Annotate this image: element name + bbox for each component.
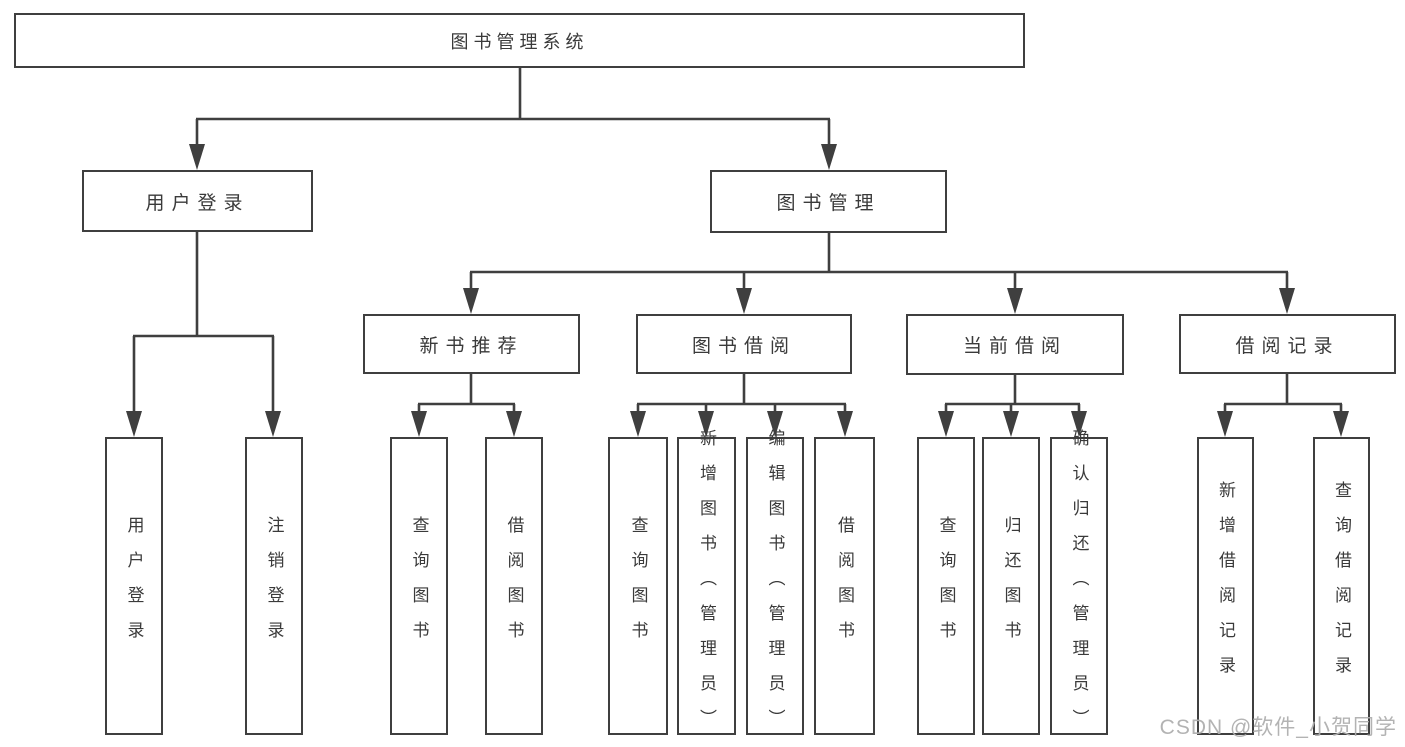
csdn-watermark: CSDN @软件_小贺同学 [1159,716,1397,739]
leaf-query-borrow-record: 查询借阅记录 [1313,437,1370,735]
node-label: 图书借阅 [691,335,796,357]
node-book-management: 图书管理 [710,170,947,233]
leaf-logout: 注销登录 [245,437,303,735]
leaf-query-books: 查询图书 [917,437,975,735]
node-label: 确认归还（管理员） [1069,428,1089,744]
node-label: 借阅记录 [1235,335,1340,357]
leaf-add-books-admin: 新增图书（管理员） [677,429,736,744]
node-new-book-recommendation: 新书推荐 [363,314,580,374]
node-label: 借阅图书 [835,516,854,656]
leaf-borrow-books: 借阅图书 [814,437,875,735]
node-label: 查询图书 [409,516,429,656]
leaf-query-books: 查询图书 [608,437,668,735]
node-label: 图书管理 [776,193,881,214]
node-label: 用户登录 [145,192,250,214]
node-label: 查询图书 [936,516,956,656]
leaf-borrow-books: 借阅图书 [485,437,543,735]
node-label: 注销登录 [264,516,284,656]
node-label: 新增借阅记录 [1216,481,1235,691]
node-label: 当前借阅 [962,336,1067,357]
node-label: 编辑图书（管理员） [765,428,785,744]
node-label: 查询借阅记录 [1332,481,1351,691]
leaf-edit-books-admin: 编辑图书（管理员） [746,429,804,744]
leaf-confirm-return-admin: 确认归还（管理员） [1050,429,1108,744]
node-label: 借阅图书 [504,516,524,656]
node-label: 图书管理系统 [450,31,589,52]
leaf-query-books: 查询图书 [390,437,448,735]
node-label: 新书推荐 [419,335,524,357]
leaf-user-login: 用户登录 [105,437,163,735]
node-user-login: 用户登录 [82,170,313,232]
leaf-return-books: 归还图书 [982,437,1040,735]
node-system-root: 图书管理系统 [14,13,1025,68]
node-label: 用户登录 [124,516,144,656]
node-book-borrowing: 图书借阅 [636,314,852,374]
leaf-add-borrow-record: 新增借阅记录 [1197,437,1254,735]
node-label: 归还图书 [1001,516,1021,656]
node-label: 查询图书 [628,516,648,656]
node-label: 新增图书（管理员） [697,428,716,744]
node-current-borrowing: 当前借阅 [906,314,1124,375]
node-borrowing-records: 借阅记录 [1179,314,1396,374]
